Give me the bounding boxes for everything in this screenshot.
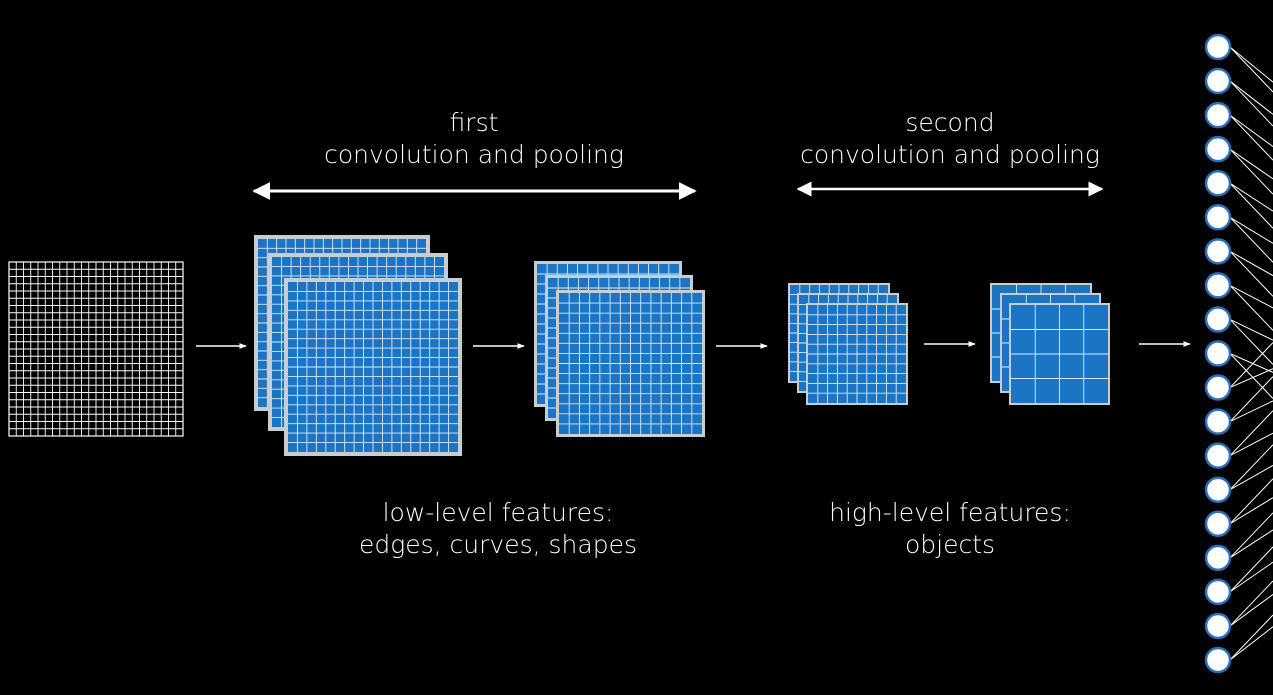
output-connection [1229, 400, 1273, 423]
output-connection [1229, 342, 1273, 388]
output-connection [1229, 250, 1273, 297]
high-level-features-label: high-level features: objects [829, 497, 1071, 561]
output-connection [1229, 216, 1273, 244]
circle-node-icon [1204, 204, 1232, 231]
output-connection [1229, 497, 1273, 525]
output-connection [1229, 80, 1273, 127]
output-connection [1229, 148, 1273, 180]
second-stage-label-line2: convolution and pooling [800, 140, 1100, 169]
circle-node-icon [1204, 476, 1232, 503]
high-level-features-label-line2: objects [904, 530, 996, 559]
output-connection [1229, 114, 1273, 161]
output-connection [1229, 410, 1273, 457]
feature-map [806, 303, 908, 405]
circle-node-icon [1204, 101, 1232, 129]
output-connection [1229, 182, 1273, 229]
output-connection [1229, 432, 1273, 457]
output-connection [1229, 594, 1273, 627]
circle-node-icon [1204, 646, 1232, 674]
output-connection [1229, 512, 1273, 559]
first-stage-label: first convolution and pooling [324, 107, 624, 171]
circle-node-icon [1204, 272, 1232, 299]
output-connection [1229, 353, 1273, 399]
output-connection [1229, 368, 1273, 389]
circle-node-icon [1204, 510, 1232, 538]
high-level-features-label-line1: high-level features: [829, 498, 1071, 527]
circle-node-icon [1204, 408, 1232, 435]
output-connection [1229, 546, 1273, 593]
input-grid-lines [9, 262, 183, 436]
second-pooling-feature-maps [990, 283, 1110, 405]
output-connection [1229, 182, 1273, 212]
fully-connected-output-layer [1204, 33, 1273, 674]
feature-map-grid [808, 305, 906, 403]
circle-node-icon [1204, 578, 1232, 606]
circle-node-icon [1204, 442, 1232, 469]
feature-map [284, 278, 462, 456]
output-connection [1229, 353, 1273, 373]
output-connection [1229, 46, 1273, 83]
feature-map-grid [559, 293, 702, 434]
output-connection [1229, 285, 1273, 331]
output-connection [1229, 250, 1273, 277]
first-pooling-feature-maps [534, 261, 705, 437]
circle-node-icon [1204, 135, 1232, 163]
output-connection [1229, 216, 1273, 263]
output-connection [1229, 580, 1273, 627]
feature-map [556, 290, 705, 437]
circle-node-icon [1204, 340, 1232, 367]
feature-map [1009, 303, 1110, 405]
feature-map-grid [1011, 305, 1108, 403]
output-connection [1229, 284, 1273, 309]
low-level-features-label-line2: edges, curves, shapes [359, 530, 637, 559]
first-stage-label-line1: first [449, 108, 499, 137]
output-connection [1229, 529, 1273, 559]
output-connection [1229, 614, 1273, 661]
first-convolution-feature-maps [254, 235, 462, 456]
output-connection [1229, 626, 1273, 661]
low-level-features-label-line1: low-level features: [382, 498, 614, 527]
circle-node-icon [1204, 306, 1232, 333]
output-connection [1229, 376, 1273, 422]
output-connection [1229, 464, 1273, 491]
second-convolution-feature-maps [788, 283, 908, 405]
circle-node-icon [1204, 238, 1232, 265]
output-connection [1229, 318, 1273, 341]
second-stage-label: second convolution and pooling [800, 107, 1100, 171]
output-connection [1229, 114, 1273, 148]
output-connection [1229, 478, 1273, 525]
first-stage-label-line2: convolution and pooling [324, 140, 624, 169]
circle-node-icon [1204, 169, 1232, 197]
circle-node-icon [1204, 612, 1232, 640]
circle-node-icon [1204, 33, 1232, 61]
circle-node-icon [1204, 544, 1232, 572]
circle-node-icon [1204, 374, 1232, 401]
output-connection [1229, 148, 1273, 195]
input-image-grid [8, 261, 184, 437]
feature-map-grid [288, 282, 458, 452]
low-level-features-label: low-level features: edges, curves, shape… [359, 497, 637, 561]
circle-node-icon [1204, 67, 1232, 95]
output-connection [1229, 319, 1273, 365]
output-connection [1229, 561, 1273, 593]
output-connection [1229, 46, 1273, 93]
second-stage-label-line1: second [905, 108, 995, 137]
output-connection [1229, 444, 1273, 491]
output-connection [1229, 80, 1273, 115]
